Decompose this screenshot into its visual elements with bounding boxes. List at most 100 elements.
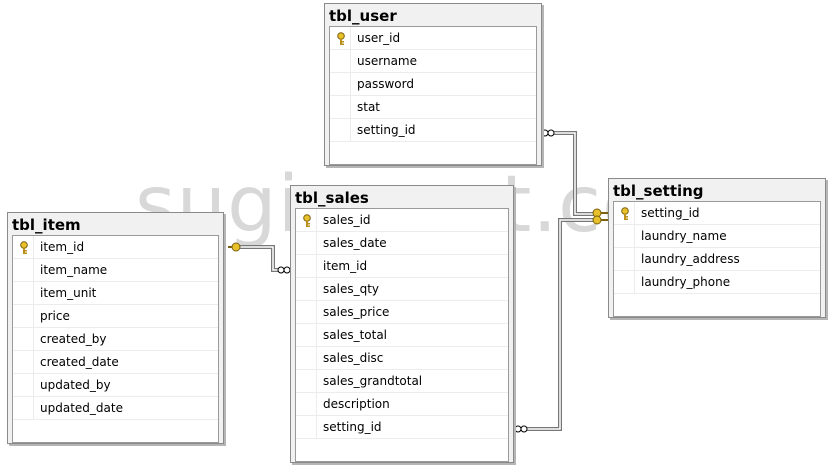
table-title: tbl_item [12,216,81,234]
column-name: sales_qty [323,282,379,296]
column-name: password [357,77,414,91]
column-row-updated-date[interactable]: updated_date [13,397,218,420]
row-selector [296,209,317,231]
table-title: tbl_user [329,7,397,25]
column-row-item-id[interactable]: item_id [296,255,508,278]
row-selector [296,255,317,277]
column-name: stat [357,100,381,114]
table-tbl-user[interactable]: tbl_user user_id username password stat sett… [324,3,542,166]
row-selector [330,73,351,95]
column-name: updated_date [40,401,123,415]
column-row-created-date[interactable]: created_date [13,351,218,374]
column-row-username[interactable]: username [330,50,536,73]
row-selector [13,351,34,373]
column-row-item-unit[interactable]: item_unit [13,282,218,305]
column-row-sales-price[interactable]: sales_price [296,301,508,324]
column-name: sales_date [323,236,387,250]
column-name: item_unit [40,286,97,300]
column-name: price [40,309,70,323]
column-name: setting_id [357,123,416,137]
column-row-setting-id[interactable]: setting_id [614,202,820,225]
column-row-sales-grandtotal[interactable]: sales_grandtotal [296,370,508,393]
row-selector [13,236,34,258]
column-row-setting-id[interactable]: setting_id [330,119,536,142]
column-list: sales_id sales_date item_id sales_qty sales_… [295,208,509,462]
row-selector [13,259,34,281]
row-selector [330,96,351,118]
row-selector [330,119,351,141]
row-selector [614,248,635,270]
column-row-updated-by[interactable]: updated_by [13,374,218,397]
column-name: created_date [40,355,119,369]
row-selector [296,301,317,323]
row-selector [296,324,317,346]
column-name: laundry_name [641,229,727,243]
row-selector [330,27,351,49]
column-row-laundry-phone[interactable]: laundry_phone [614,271,820,294]
empty-row [330,142,536,164]
one-end-key-icon [592,208,608,225]
relationship-item-sales [228,242,291,274]
column-row-sales-disc[interactable]: sales_disc [296,347,508,370]
row-selector [614,225,635,247]
column-name: item_id [40,240,85,254]
column-name: item_name [40,263,108,277]
column-name: user_id [357,31,401,45]
one-end-key-icon [228,242,241,252]
row-selector [296,370,317,392]
column-name: laundry_address [641,252,740,266]
column-name: setting_id [323,420,382,434]
column-row-setting-id[interactable]: setting_id [296,416,508,439]
column-row-password[interactable]: password [330,73,536,96]
many-end-infinity-icon [514,425,528,433]
column-row-sales-date[interactable]: sales_date [296,232,508,255]
row-selector [296,278,317,300]
column-name: sales_disc [323,351,384,365]
column-row-created-by[interactable]: created_by [13,328,218,351]
column-row-price[interactable]: price [13,305,218,328]
table-title: tbl_setting [613,182,704,200]
relationship-setting-sales [514,218,600,433]
column-name: sales_price [323,305,390,319]
column-name: username [357,54,417,68]
column-name: setting_id [641,206,700,220]
column-name: sales_grandtotal [323,374,423,388]
column-row-laundry-address[interactable]: laundry_address [614,248,820,271]
column-row-item-id[interactable]: item_id [13,236,218,259]
column-row-sales-total[interactable]: sales_total [296,324,508,347]
column-row-sales-id[interactable]: sales_id [296,209,508,232]
primary-key-icon [301,213,313,227]
column-name: item_id [323,259,368,273]
column-row-sales-qty[interactable]: sales_qty [296,278,508,301]
column-row-laundry-name[interactable]: laundry_name [614,225,820,248]
column-name: laundry_phone [641,275,731,289]
many-end-infinity-icon [541,129,555,137]
row-selector [13,305,34,327]
column-row-stat[interactable]: stat [330,96,536,119]
column-list: user_id username password stat setting_id [329,26,537,165]
row-selector [296,232,317,254]
column-row-user-id[interactable]: user_id [330,27,536,50]
row-selector [330,50,351,72]
empty-row [296,439,508,461]
row-selector [614,271,635,293]
column-row-description[interactable]: description [296,393,508,416]
table-title: tbl_sales [295,189,369,207]
many-end-infinity-icon [277,266,291,274]
row-selector [614,202,635,224]
row-selector [13,328,34,350]
empty-row [614,294,820,316]
primary-key-icon [619,206,631,220]
row-selector [13,397,34,419]
column-name: created_by [40,332,107,346]
column-name: description [323,397,390,411]
column-row-item-name[interactable]: item_name [13,259,218,282]
primary-key-icon [18,240,30,254]
row-selector [13,374,34,396]
